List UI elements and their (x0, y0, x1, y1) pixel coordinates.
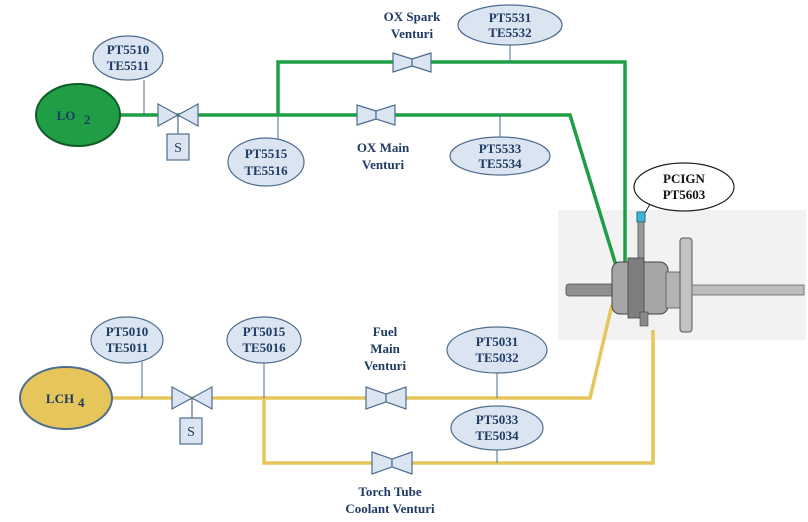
igniter-assembly[interactable] (565, 211, 805, 333)
ox-lines (120, 60, 627, 273)
svg-text:TE5516: TE5516 (244, 163, 288, 178)
sensor-pt5031[interactable]: PT5031 TE5032 (446, 326, 548, 374)
torch-coolant-venturi[interactable] (371, 451, 413, 475)
ox-main-label-2: Venturi (362, 157, 405, 172)
ox-spark-label-1: OX Spark (384, 9, 441, 24)
svg-text:LO: LO (57, 108, 76, 123)
fuel-solenoid[interactable] (179, 417, 203, 445)
svg-text:PT5515: PT5515 (245, 146, 288, 161)
sensor-pt5533[interactable]: PT5533 TE5534 (449, 136, 551, 176)
lox-tank-label: LO (57, 108, 76, 123)
svg-text:PT5531: PT5531 (489, 10, 532, 25)
svg-text:TE5034: TE5034 (475, 428, 519, 443)
ox-spark-label-2: Venturi (391, 26, 434, 41)
svg-text:PCIGN: PCIGN (663, 171, 706, 186)
lch4-tank[interactable]: LCH 4 (19, 366, 113, 430)
lch4-tank-label: LCH (46, 391, 74, 406)
fuel-lines (112, 304, 655, 465)
svg-text:TE5511: TE5511 (107, 58, 150, 73)
fuel-main-line (112, 304, 614, 400)
sensor-pt5531[interactable]: PT5531 TE5532 (457, 4, 563, 46)
svg-text:TE5532: TE5532 (488, 25, 531, 40)
sensor-pt5033[interactable]: PT5033 TE5034 (450, 405, 544, 451)
torch-tube-label-1: Torch Tube (358, 484, 421, 499)
svg-text:PT5031: PT5031 (476, 334, 519, 349)
lox-tank[interactable]: LO 2 (35, 83, 121, 147)
ox-main-line (120, 113, 620, 273)
torch-coolant-line (262, 330, 655, 465)
ox-spark-line (276, 60, 627, 272)
sensor-pcign[interactable]: PCIGN PT5603 (633, 162, 735, 223)
svg-text:TE5534: TE5534 (478, 156, 522, 171)
fuel-main-label-3: Venturi (364, 358, 407, 373)
svg-text:PT5033: PT5033 (476, 412, 519, 427)
svg-text:PT5510: PT5510 (107, 42, 150, 57)
torch-tube-label-2: Coolant Venturi (345, 501, 435, 516)
ox-valve[interactable]: S (157, 102, 199, 161)
ox-solenoid-label: S (174, 141, 182, 156)
svg-text:PT5010: PT5010 (106, 324, 149, 339)
sensor-pt5015[interactable]: PT5015 TE5016 (226, 316, 302, 364)
sensor-pt5515[interactable]: PT5515 TE5516 (227, 137, 305, 187)
svg-text:PT5015: PT5015 (243, 324, 286, 339)
svg-text:TE5016: TE5016 (242, 340, 286, 355)
svg-text:TE5032: TE5032 (475, 350, 518, 365)
sensor-pt5010[interactable]: PT5010 TE5011 (90, 316, 164, 364)
svg-text:PT5533: PT5533 (479, 141, 522, 156)
sensor-pt5510[interactable]: PT5510 TE5511 (92, 35, 164, 81)
fuel-main-venturi[interactable] (365, 386, 407, 410)
svg-text:PT5603: PT5603 (663, 187, 706, 202)
ox-solenoid[interactable] (166, 133, 190, 161)
ox-main-venturi[interactable] (356, 104, 396, 126)
fuel-main-label-2: Main (370, 341, 400, 356)
ox-spark-venturi[interactable] (392, 52, 432, 73)
lox-tank-sub: 2 (84, 112, 91, 127)
svg-text:TE5011: TE5011 (106, 340, 149, 355)
fuel-valve[interactable]: S (171, 385, 213, 445)
lch4-tank-sub: 4 (78, 395, 85, 410)
fuel-main-label-1: Fuel (373, 324, 398, 339)
fuel-solenoid-label: S (187, 425, 195, 440)
ox-main-label-1: OX Main (357, 140, 410, 155)
